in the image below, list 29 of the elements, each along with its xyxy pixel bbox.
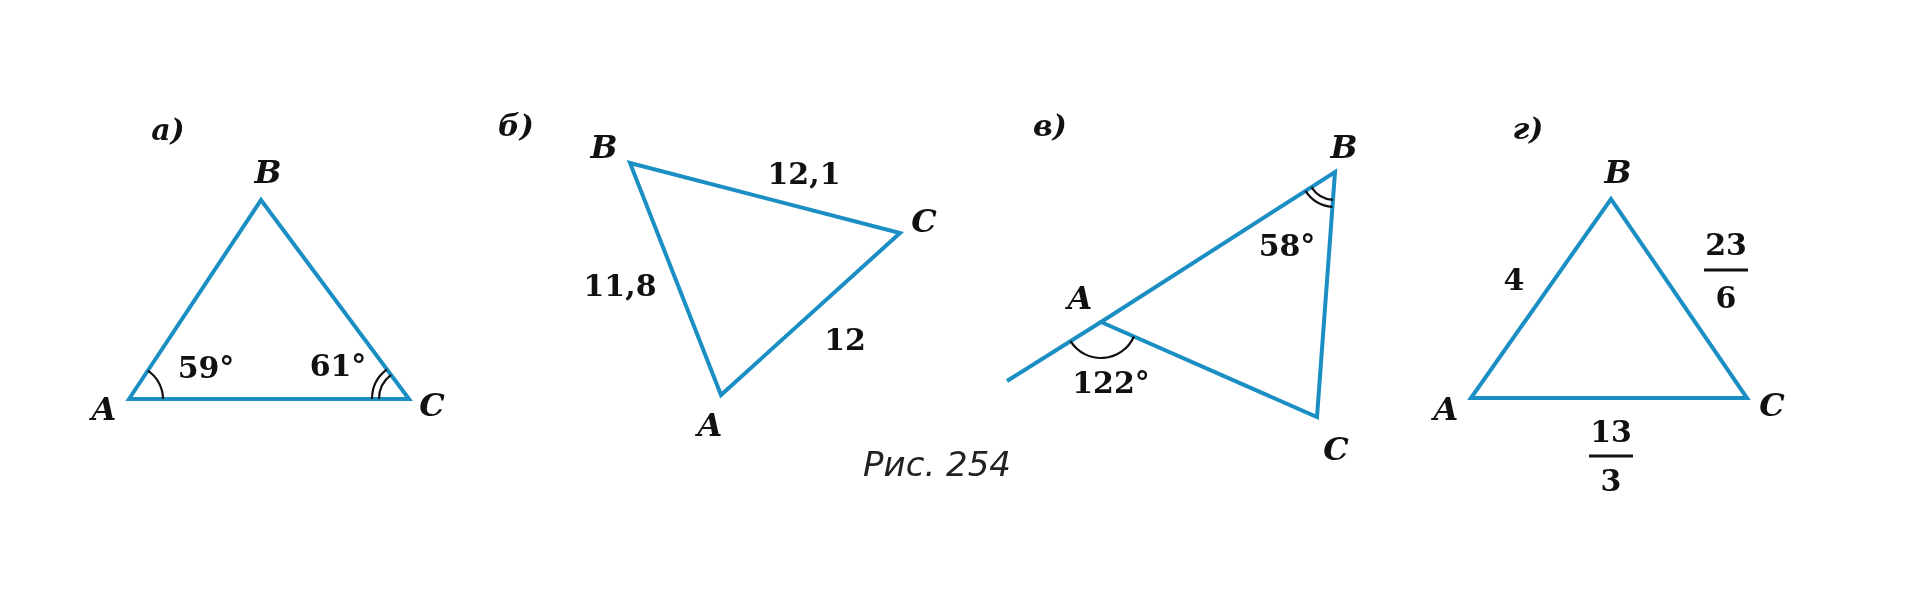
vertex-label: C (1323, 433, 1349, 465)
vertex-label: A (697, 409, 723, 441)
figure-label: б) (498, 111, 534, 141)
figure-caption: Рис. 254 (863, 444, 1011, 484)
vertex-label: A (1067, 282, 1093, 314)
measure-label: 6 (1715, 283, 1737, 313)
measure-label: 4 (1503, 265, 1525, 295)
vertex-label: A (1433, 393, 1459, 425)
measure-label: 58° (1258, 231, 1316, 261)
measure-label: 13 (1590, 417, 1632, 447)
vertex-label: B (254, 156, 282, 188)
vertex-label: C (911, 205, 937, 237)
measure-label: 59° (177, 353, 235, 383)
vertex-label: B (590, 131, 618, 163)
figure-label: а) (151, 115, 185, 145)
measure-label: 12,1 (767, 159, 841, 189)
vertex-label: C (419, 389, 445, 421)
vertex-label: B (1330, 131, 1358, 163)
figure-label: в) (1033, 111, 1067, 141)
measure-label: 61° (309, 351, 367, 381)
vertex-label: A (91, 393, 117, 425)
vertex-label: C (1759, 389, 1785, 421)
measure-label: 23 (1705, 230, 1747, 260)
measure-label: 12 (824, 325, 866, 355)
figure-label: г) (1512, 114, 1544, 144)
measure-label: 122° (1072, 368, 1150, 398)
vertex-label: B (1604, 156, 1632, 188)
measure-label: 11,8 (583, 271, 657, 301)
measure-label: 3 (1600, 466, 1622, 496)
